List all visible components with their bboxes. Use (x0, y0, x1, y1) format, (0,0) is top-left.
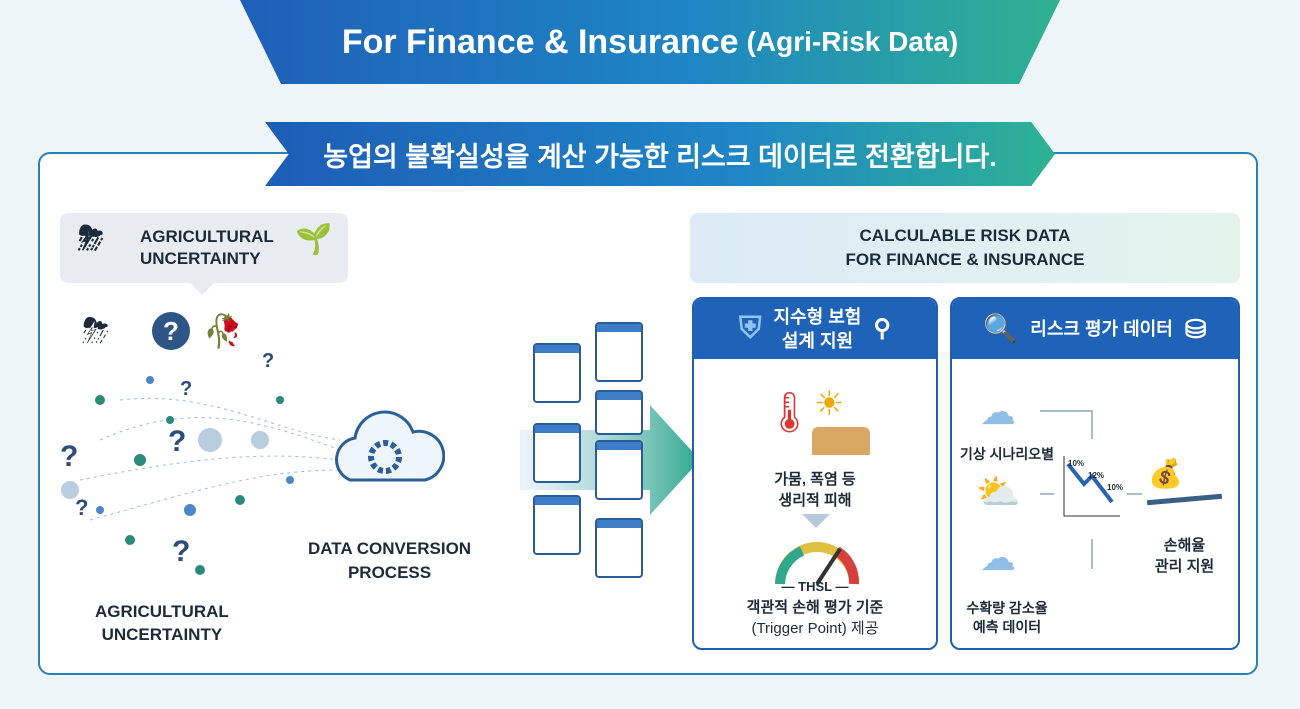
storm-cloud-icon: ⛈ (78, 220, 104, 256)
label-line2: UNCERTAINTY (140, 249, 261, 268)
yield-line1: 수확량 감소율 (966, 600, 1048, 616)
process-caption: DATA CONVERSION PROCESS (308, 537, 471, 585)
shield-icon: ⛨ (739, 312, 762, 345)
question-icon: ? (152, 312, 190, 350)
pie-chart-doc-icon (533, 423, 581, 483)
thsl-label: THSL (798, 579, 832, 594)
damage-line2: 생리적 피해 (778, 492, 852, 509)
database-icon: ⛁ (1184, 314, 1207, 344)
subtitle: 농업의 불확실성을 계산 가능한 리스크 데이터로 전환합니다. (323, 141, 997, 172)
sun-cloud-icon: ⛅ (976, 471, 1021, 512)
question-mark-icon: ? (180, 378, 193, 400)
process-line2: PROCESS (347, 563, 432, 582)
label-line1: AGRICULTURAL (140, 227, 274, 246)
sun-icon: ☀ (814, 385, 845, 423)
wind-cloud-icon: ☁ (980, 537, 1016, 578)
loss-line1: 손해율 (1163, 537, 1206, 554)
rain-cloud-icon: ☁ (980, 391, 1016, 432)
card-title-line2: 설계 지원 (781, 331, 854, 351)
question-mark-icon: ? (60, 440, 79, 473)
decline-chart-icon (1063, 456, 1120, 517)
cloud-gear-icon (335, 410, 445, 482)
card-title-line1: 지수형 보험 (773, 307, 862, 327)
subtitle-ribbon: 농업의 불확실성을 계산 가능한 리스크 데이터로 전환합니다. (265, 122, 1055, 186)
title-banner: For Finance & Insurance(Agri-Risk Data) (240, 0, 1060, 84)
loss-line2: 관리 지원 (1154, 558, 1215, 575)
process-line1: DATA CONVERSION (308, 539, 472, 558)
title-main: For Finance & Insurance (341, 22, 739, 61)
basis-line2: (Trigger Point) 제공 (751, 620, 879, 637)
percent-doc-icon (595, 390, 643, 435)
weather-scenario-label: 기상 시나리오별 (959, 446, 1055, 462)
question-mark-icon: ? (168, 425, 187, 458)
question-mark-icon: ? (75, 495, 89, 520)
uncertainty-label: ⛈ AGRICULTURAL UNCERTAINTY 🌱 (60, 213, 348, 295)
card-title: 리스크 평가 데이터 (1030, 319, 1173, 339)
gauge-label: — THSL — (781, 579, 849, 594)
sprout-icon: 🌱 (295, 223, 333, 256)
card-header: 🔍 리스크 평가 데이터 ⛁ (952, 299, 1238, 359)
question-mark-icon: ? (262, 350, 275, 372)
weather-station-icon: ⚲ (873, 315, 891, 342)
down-arrow-icon (802, 514, 830, 528)
connector-arrows (1040, 410, 1142, 569)
chart-label: 10% (1068, 459, 1085, 468)
financial-doc-icon (533, 495, 581, 555)
financial-doc-icon (533, 343, 581, 403)
question-mark-icon: ? (172, 535, 191, 568)
basis-text: 객관적 손해 평가 기준 (Trigger Point) 제공 (694, 597, 936, 639)
risk-data-header: CALCULABLE RISK DATA FOR FINANCE & INSURA… (690, 213, 1240, 283)
thermometer-icon: 🌡 (764, 391, 815, 435)
pie-chart-doc-icon (595, 518, 643, 578)
money-scale-icon: 💰 (1148, 458, 1183, 489)
caption-line1: AGRICULTURAL (95, 602, 229, 621)
gauge-icon (775, 542, 860, 586)
bar-chart-doc-icon (595, 322, 643, 382)
chart-label: 10% (1107, 483, 1124, 492)
magnifier-icon: 🔍 (983, 313, 1019, 344)
basis-line1: 객관적 손해 평가 기준 (746, 599, 884, 616)
risk-header-line2: FOR FINANCE & INSURANCE (845, 250, 1085, 269)
chart-label: 12% (1088, 471, 1105, 480)
yield-line2: 예측 데이터 (972, 619, 1042, 635)
agricultural-uncertainty-caption: AGRICULTURAL UNCERTAINTY (95, 600, 229, 646)
title-sub: (Agri-Risk Data) (746, 26, 959, 57)
caption-line2: UNCERTAINTY (101, 625, 223, 644)
cracked-soil-icon (812, 427, 870, 455)
risk-header-line1: CALCULABLE RISK DATA (859, 226, 1071, 245)
trend-doc-icon (595, 440, 643, 500)
storm-cloud-icon: ⛈ (82, 312, 110, 350)
wilted-plant-icon: 🥀 (203, 313, 243, 349)
uncertainty-scatter (61, 376, 340, 575)
damage-line1: 가뭄, 폭염 등 (774, 471, 856, 488)
